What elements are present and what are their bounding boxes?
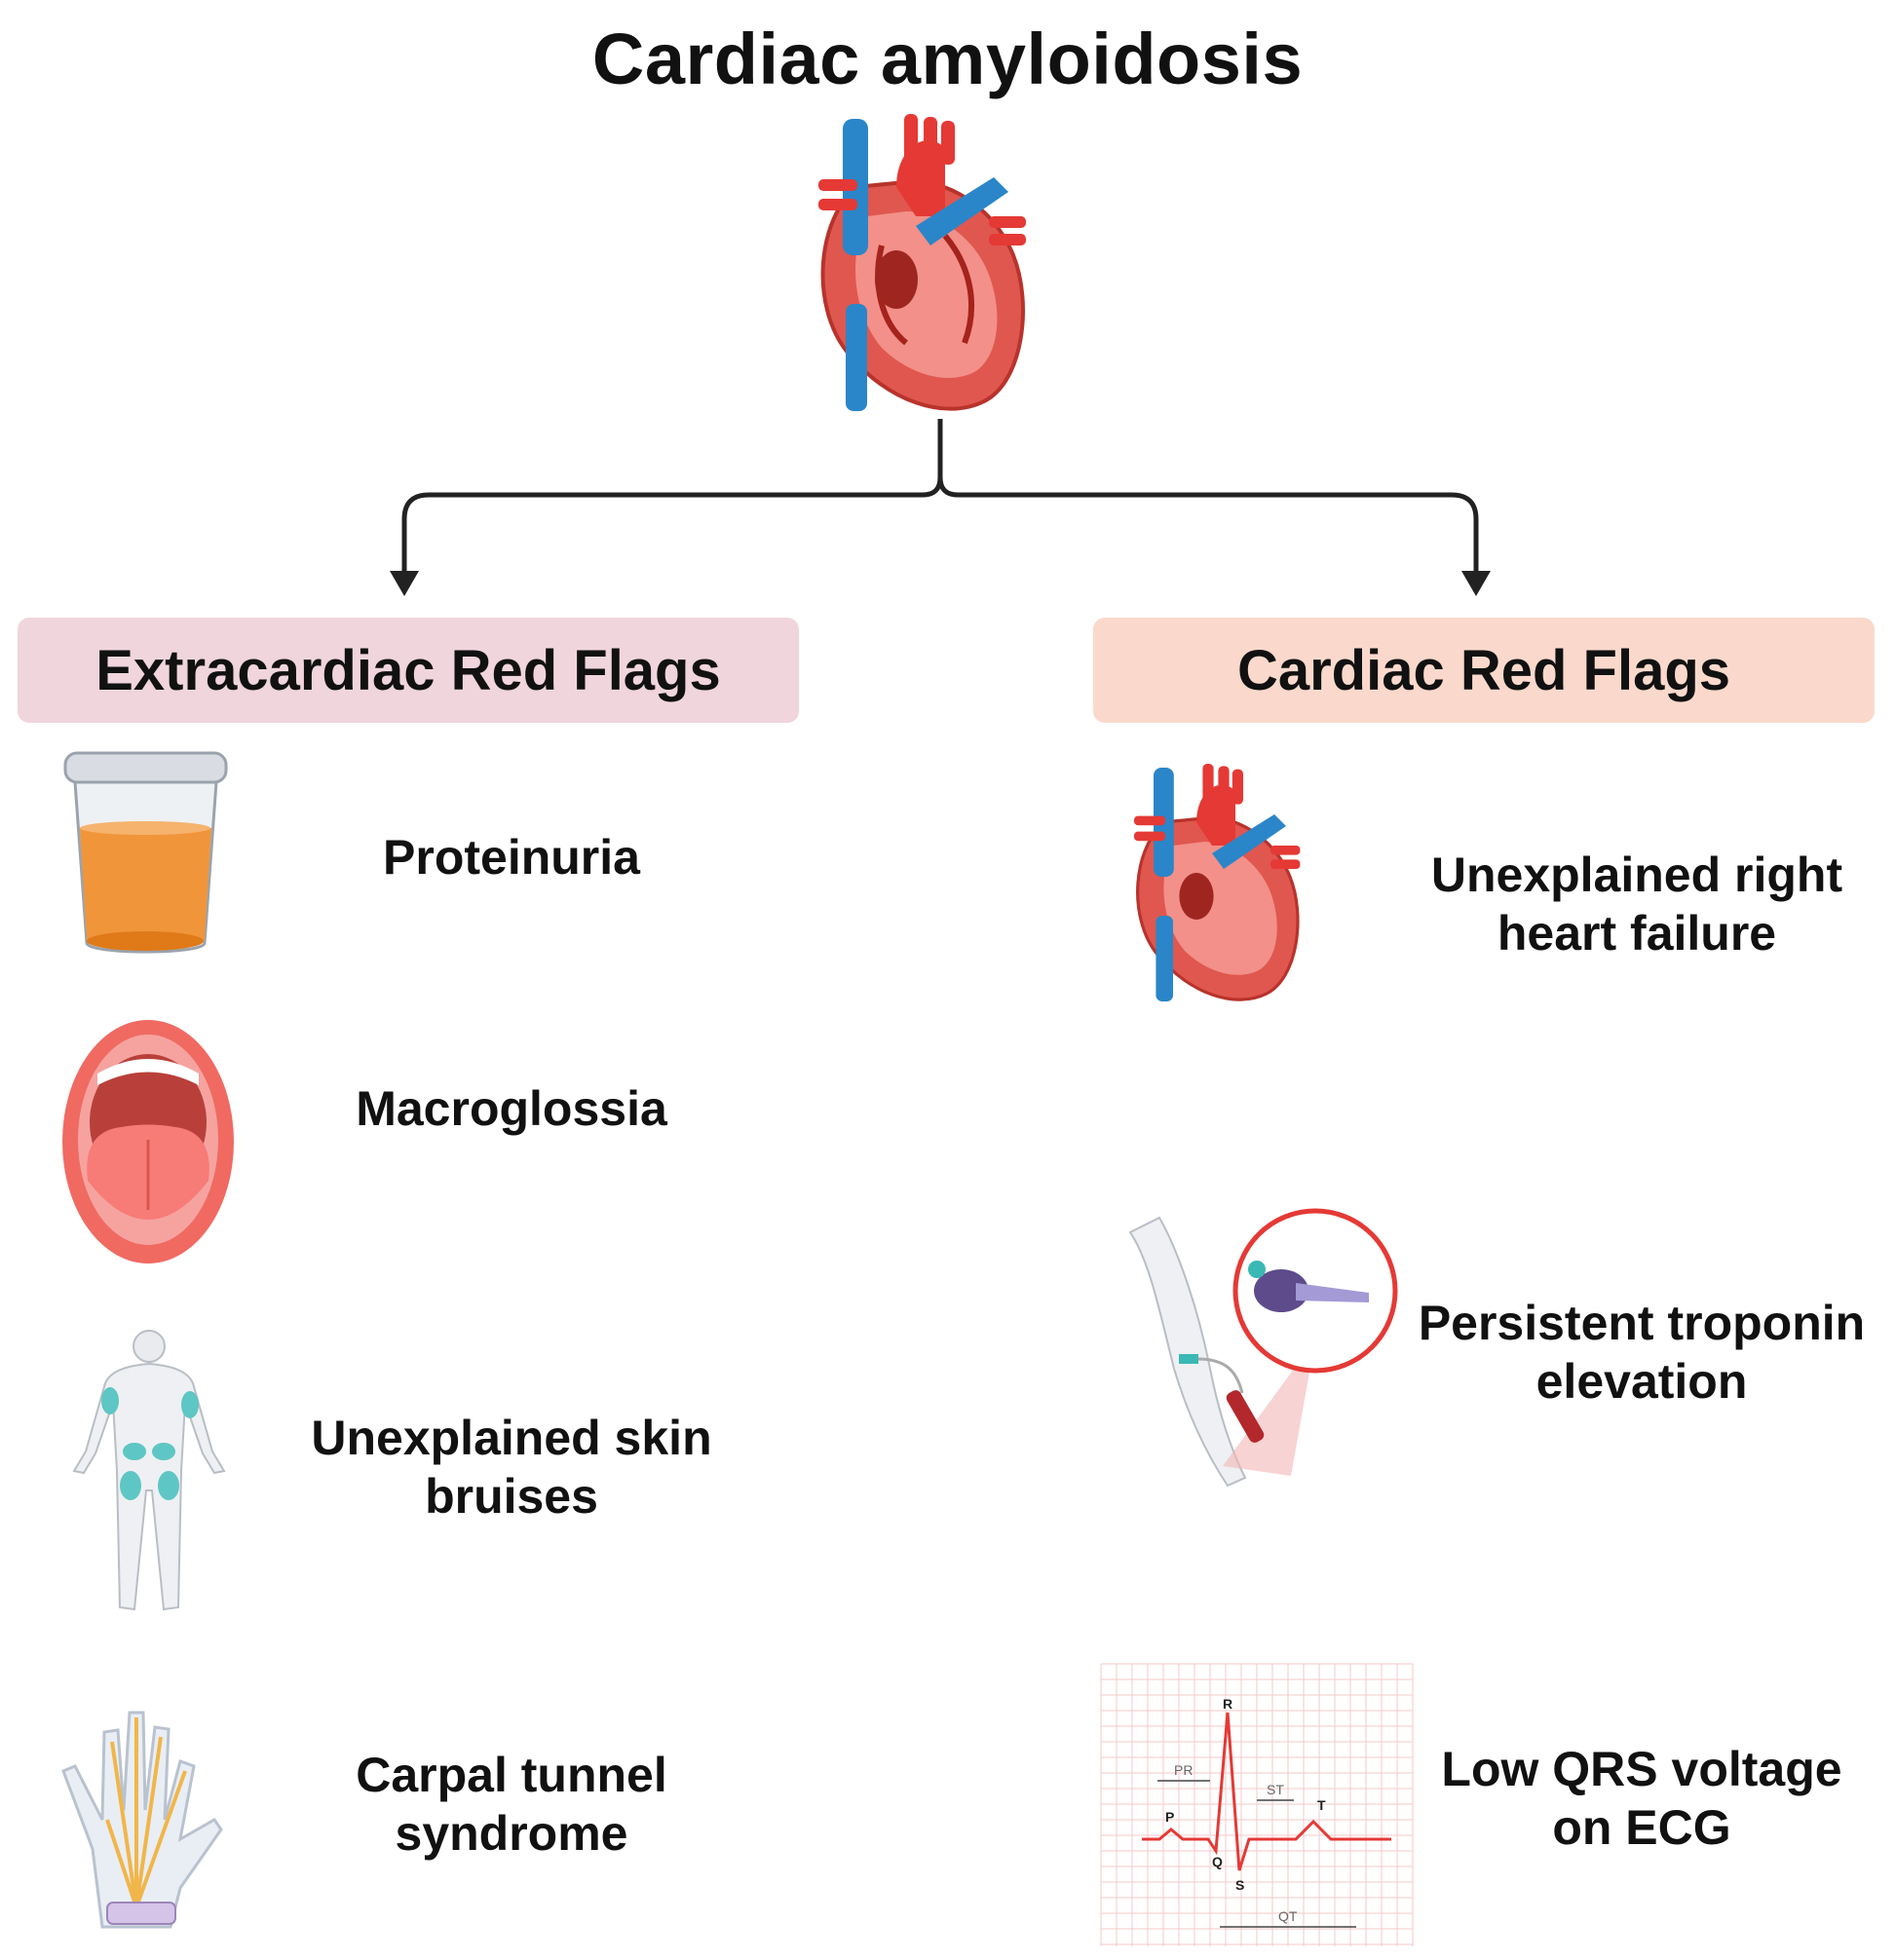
skin-bruises-label: Unexplained skin bruises — [311, 1411, 712, 1524]
ecg-label-s: S — [1235, 1877, 1244, 1893]
ecg-label-r: R — [1223, 1696, 1232, 1712]
right-heart-failure-label: Unexplained right heart failure — [1430, 848, 1843, 961]
ecg-label-p: P — [1165, 1809, 1174, 1825]
urine-cup-icon — [63, 751, 228, 954]
macroglossia-label: Macroglossia — [356, 1081, 667, 1136]
extracardiac-header: Extracardiac Red Flags — [18, 618, 799, 723]
heart-icon-small — [1134, 764, 1301, 1001]
ecg-trace-icon: P Q R S T PR ST QT — [1100, 1663, 1414, 1946]
proteinuria-label: Proteinuria — [383, 830, 640, 885]
carpal-tunnel-label: Carpal tunnel syndrome — [356, 1748, 667, 1861]
blood-draw-troponin-icon — [1128, 1208, 1398, 1488]
hand-nerves-icon — [61, 1711, 223, 1929]
ecg-label-q: Q — [1212, 1854, 1223, 1869]
ecg-label-t: T — [1317, 1797, 1326, 1813]
ecg-label-pr: PR — [1174, 1762, 1193, 1778]
cardiac-header: Cardiac Red Flags — [1093, 618, 1875, 723]
ecg-label-qt: QT — [1278, 1908, 1298, 1924]
ecg-label-st: ST — [1267, 1782, 1284, 1797]
low-qrs-voltage-label: Low QRS voltage on ECG — [1441, 1742, 1842, 1855]
troponin-elevation-label: Persistent troponin elevation — [1418, 1296, 1866, 1409]
heart-icon — [818, 114, 1026, 411]
open-mouth-tongue-icon — [62, 1020, 234, 1263]
page-title: Cardiac amyloidosis — [591, 19, 1304, 99]
ecg-grid — [1100, 1663, 1414, 1946]
body-bruises-icon — [72, 1330, 226, 1611]
